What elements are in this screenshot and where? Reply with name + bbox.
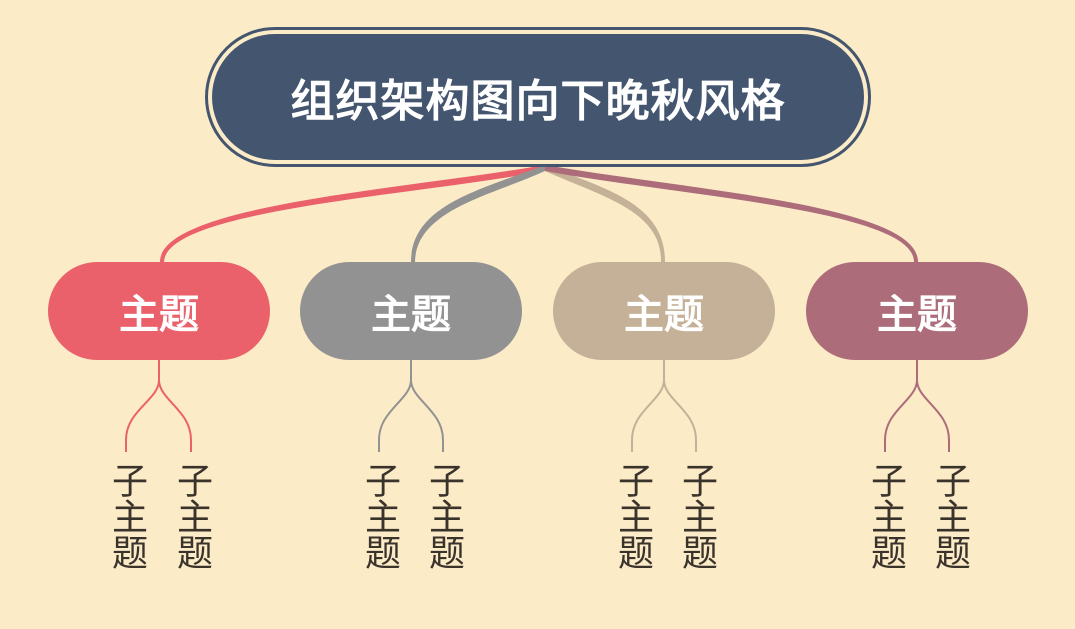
topic-4[interactable]: 主题 xyxy=(806,262,1028,360)
subtopic[interactable]: 子主题 xyxy=(423,462,464,570)
subtopic[interactable]: 子主题 xyxy=(359,462,400,570)
topic-label: 主题 xyxy=(119,292,199,338)
root-title: 组织架构图向下晚秋风格 xyxy=(290,76,786,127)
subtopic[interactable]: 子主题 xyxy=(676,462,717,570)
root-topic-body: 组织架构图向下晚秋风格 xyxy=(212,34,864,160)
subtopic[interactable]: 子主题 xyxy=(612,462,653,570)
topic-1[interactable]: 主题 xyxy=(48,262,270,360)
topic-label: 主题 xyxy=(371,292,451,338)
topic-label: 主题 xyxy=(877,292,957,338)
subtopic[interactable]: 子主题 xyxy=(171,462,212,570)
subtopic[interactable]: 子主题 xyxy=(865,462,906,570)
topic-2[interactable]: 主题 xyxy=(300,262,522,360)
root-topic[interactable]: 组织架构图向下晚秋风格 xyxy=(205,27,871,167)
subtopic[interactable]: 子主题 xyxy=(929,462,970,570)
topic-label: 主题 xyxy=(624,292,704,338)
subtopic[interactable]: 子主题 xyxy=(106,462,147,570)
topic-3[interactable]: 主题 xyxy=(553,262,775,360)
